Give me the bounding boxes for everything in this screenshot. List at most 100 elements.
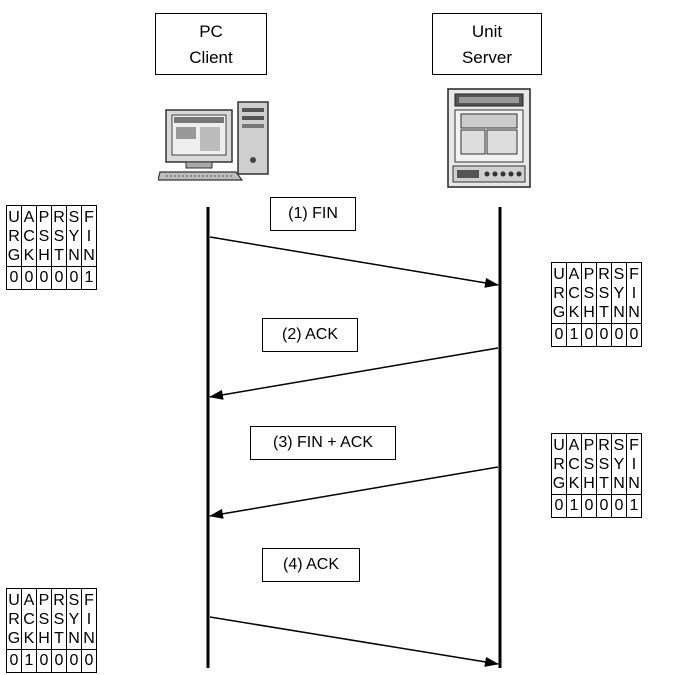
flag-value-cell: 0 [66, 649, 82, 673]
flag-header-letter: C [23, 227, 35, 245]
flag-header-letter: K [23, 629, 35, 647]
flag-header-letter: C [568, 284, 580, 302]
flag-header-letter: P [583, 265, 595, 283]
flag-value-cell: 0 [611, 323, 627, 347]
flag-header-letter: F [629, 436, 639, 454]
flag-header-letter: N [628, 474, 640, 492]
flag-header-letter: T [54, 246, 64, 264]
flag-value-cell: 0 [596, 494, 612, 518]
flag-header-letter: H [583, 474, 595, 492]
message-label-fin-ack-text: (3) FIN + ACK [272, 434, 374, 451]
flag-value-cell: 1 [566, 323, 582, 347]
flag-header-letter: U [553, 436, 565, 454]
flag-header-letter: N [68, 629, 80, 647]
flag-header-letter: G [7, 246, 21, 264]
flag-header-letter: I [86, 227, 92, 245]
flag-header-letter: S [68, 591, 80, 609]
message-label-ack-2: (4) ACK [262, 548, 360, 582]
server-label-line2: Server [461, 48, 513, 67]
flag-header-letter: F [629, 265, 639, 283]
flag-header-letter: G [552, 474, 566, 492]
flag-header-letter: P [38, 591, 50, 609]
flag-value-cell: 0 [21, 266, 37, 290]
flag-header-letter: N [628, 303, 640, 321]
arrow-fin [209, 236, 499, 288]
client-label-line1: PC [199, 22, 223, 41]
server-label-line1: Unit [471, 22, 503, 41]
flag-header-letter: A [23, 208, 35, 226]
flag-header-letter: S [583, 284, 595, 302]
flag-value-cell: 0 [6, 649, 22, 673]
flag-header-letter: Y [613, 284, 625, 302]
arrow-ack-2 [209, 616, 499, 667]
flag-header-letter: N [83, 629, 95, 647]
flag-header-letter: U [553, 265, 565, 283]
flag-header-letter: A [23, 591, 35, 609]
flag-header-letter: N [613, 474, 625, 492]
message-label-ack-2-text: (4) ACK [282, 556, 339, 573]
flag-value-cell: 0 [51, 266, 67, 290]
flag-header-letter: K [23, 246, 35, 264]
flag-header-letter: R [598, 436, 610, 454]
arrow-ack-1 [209, 347, 499, 400]
flag-value-cell: 1 [81, 266, 97, 290]
flag-header-letter: S [613, 436, 625, 454]
flag-header-letter: R [53, 208, 65, 226]
flag-value-cell: 1 [566, 494, 582, 518]
flag-header-letter: F [84, 208, 94, 226]
flag-header-letter: N [613, 303, 625, 321]
flag-header-letter: R [598, 265, 610, 283]
flag-header-letter: H [38, 246, 50, 264]
flag-value-cell: 0 [66, 266, 82, 290]
flag-header-letter: P [38, 208, 50, 226]
flag-header-letter: R [553, 284, 565, 302]
message-label-ack-1-text: (2) ACK [281, 326, 338, 343]
flag-header-letter: S [53, 610, 65, 628]
flag-header-letter: K [568, 303, 580, 321]
flag-header-letter: Y [68, 610, 80, 628]
flag-value-cell: 1 [626, 494, 642, 518]
flag-header-letter: I [631, 284, 637, 302]
pc-computer-icon [158, 101, 269, 181]
flag-header-letter: S [53, 227, 65, 245]
client-label-box: PC Client [155, 13, 267, 75]
flag-value-cell: 0 [6, 266, 22, 290]
flag-header-letter: R [8, 227, 20, 245]
arrow-fin-ack [209, 466, 499, 519]
flag-header-letter: U [8, 591, 20, 609]
flag-value-cell: 0 [626, 323, 642, 347]
message-label-fin-ack: (3) FIN + ACK [250, 426, 396, 460]
flag-value-cell: 0 [551, 323, 567, 347]
flag-header-letter: T [54, 629, 64, 647]
flag-header-letter: A [568, 265, 580, 283]
message-label-fin-text: (1) FIN [288, 205, 338, 222]
flag-header-letter: T [599, 303, 609, 321]
flag-header-letter: R [53, 591, 65, 609]
flag-value-cell: 0 [551, 494, 567, 518]
flag-value-cell: 0 [51, 649, 67, 673]
